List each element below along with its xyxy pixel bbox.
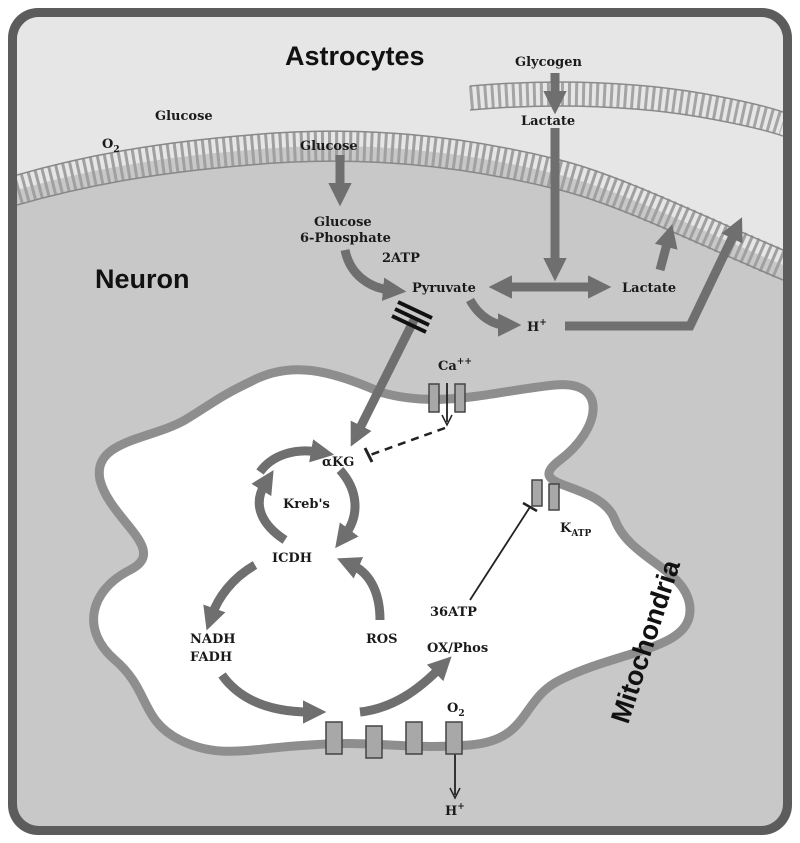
etc-complex-4-icon bbox=[445, 721, 463, 755]
ca-channel-left-icon bbox=[428, 383, 440, 413]
atp36-label: 36ATP bbox=[430, 605, 477, 620]
glucose6p-label-line2: 6-Phosphate bbox=[300, 231, 391, 246]
cell-membrane bbox=[17, 131, 783, 279]
akg-label: αKG bbox=[322, 455, 354, 470]
nadh-label: NADH bbox=[190, 632, 236, 647]
arrow-pyruvate-hplus bbox=[466, 297, 522, 337]
arrow-icdh-krebs-loop bbox=[251, 470, 288, 544]
oxphos-label: OX/Phos bbox=[427, 641, 488, 656]
mito-o2-label: O2 bbox=[447, 701, 465, 719]
pdh-bars-icon bbox=[391, 300, 433, 334]
astrocyte-upper-membrane bbox=[468, 82, 783, 136]
arrow-ros-icdh bbox=[336, 557, 385, 621]
krebs-label: Kreb's bbox=[283, 497, 330, 512]
mitochondrion bbox=[89, 365, 695, 756]
fadh-label: FADH bbox=[190, 650, 232, 665]
etc-complex-3-icon bbox=[405, 721, 423, 755]
mito-hplus-label: H+ bbox=[445, 802, 465, 819]
katp-label: KATP bbox=[560, 521, 592, 539]
arrow-chain-oxphos bbox=[359, 656, 452, 717]
arrow-pyruvate-akg bbox=[350, 315, 420, 447]
arrow-hplus-out bbox=[565, 217, 743, 331]
arrow-lactate-out bbox=[654, 224, 678, 272]
heading-neuron: Neuron bbox=[95, 264, 190, 294]
etc-complex-1-icon bbox=[325, 721, 343, 755]
astro-o2-label: O2 bbox=[102, 137, 120, 155]
katp-channel-right-icon bbox=[548, 483, 560, 511]
heading-astrocytes: Astrocytes bbox=[285, 41, 425, 71]
arrow-loop-akg bbox=[256, 439, 335, 475]
neuron-hplus-label: H+ bbox=[527, 318, 547, 335]
astro-lactate-label: Lactate bbox=[521, 114, 575, 129]
glucose6p-label-line1: Glucose bbox=[314, 215, 372, 230]
icdh-label: ICDH bbox=[272, 551, 312, 566]
atp2-label: 2ATP bbox=[382, 251, 420, 266]
arrow-g6p-pyruvate bbox=[340, 248, 407, 301]
ros-label: ROS bbox=[366, 632, 398, 647]
etc-complex-2-icon bbox=[365, 725, 383, 759]
pyruvate-label: Pyruvate bbox=[412, 281, 476, 296]
ca-channel-right-icon bbox=[454, 383, 466, 413]
neuron-lactate-label: Lactate bbox=[622, 281, 676, 296]
arrows bbox=[203, 73, 743, 724]
channels bbox=[325, 383, 560, 759]
arrow-icdh-nadh bbox=[203, 561, 258, 631]
arrow-nadh-chain bbox=[218, 672, 327, 724]
glucose-label: Glucose bbox=[300, 139, 358, 154]
ca-label: Ca++ bbox=[438, 357, 472, 374]
katp-channel-left-icon bbox=[531, 479, 543, 507]
glycogen-label: Glycogen bbox=[515, 55, 583, 70]
astro-glucose-label: Glucose bbox=[155, 109, 213, 124]
arrow-akg-icdh bbox=[335, 466, 360, 549]
atp-katp-inhibit bbox=[469, 506, 531, 601]
